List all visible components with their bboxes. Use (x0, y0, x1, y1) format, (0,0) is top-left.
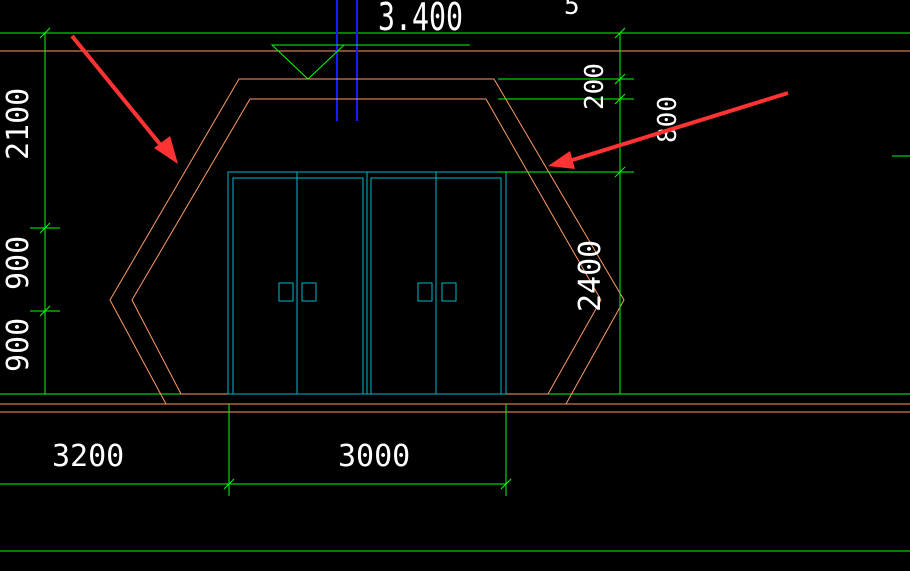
dim-bottom-left: 3200 (52, 439, 124, 474)
red-arrow-icon-right (548, 91, 789, 169)
door-handle-2 (301, 282, 317, 302)
dim-left-upper: 2100 (1, 88, 36, 160)
right-dimension-chain (498, 27, 634, 394)
left-dimension-chain (30, 27, 60, 395)
dim-left-lower: 900 (1, 318, 36, 372)
door-left-leaf (232, 177, 364, 395)
bottom-dimension-chain (223, 404, 512, 496)
double-door (227, 171, 507, 395)
dim-left-middle: 900 (1, 236, 36, 290)
dim-right-height: 2400 (573, 240, 608, 312)
elevation-top-right-text: 5 (564, 0, 580, 21)
dim-right-small: 200 (580, 63, 610, 110)
hexagon-frame-outer (109, 78, 625, 405)
red-arrow-icon-left (70, 34, 178, 164)
hexagon-frame-inner (131, 98, 602, 395)
dim-right-upper: 800 (653, 96, 683, 143)
dim-bottom-door-width: 3000 (338, 439, 410, 474)
door-handle-1 (278, 282, 294, 302)
elevation-level-text: 3.400 (378, 0, 463, 39)
elevation-marker-icon (270, 44, 346, 80)
door-handle-4 (441, 282, 457, 302)
door-handle-3 (417, 282, 433, 302)
